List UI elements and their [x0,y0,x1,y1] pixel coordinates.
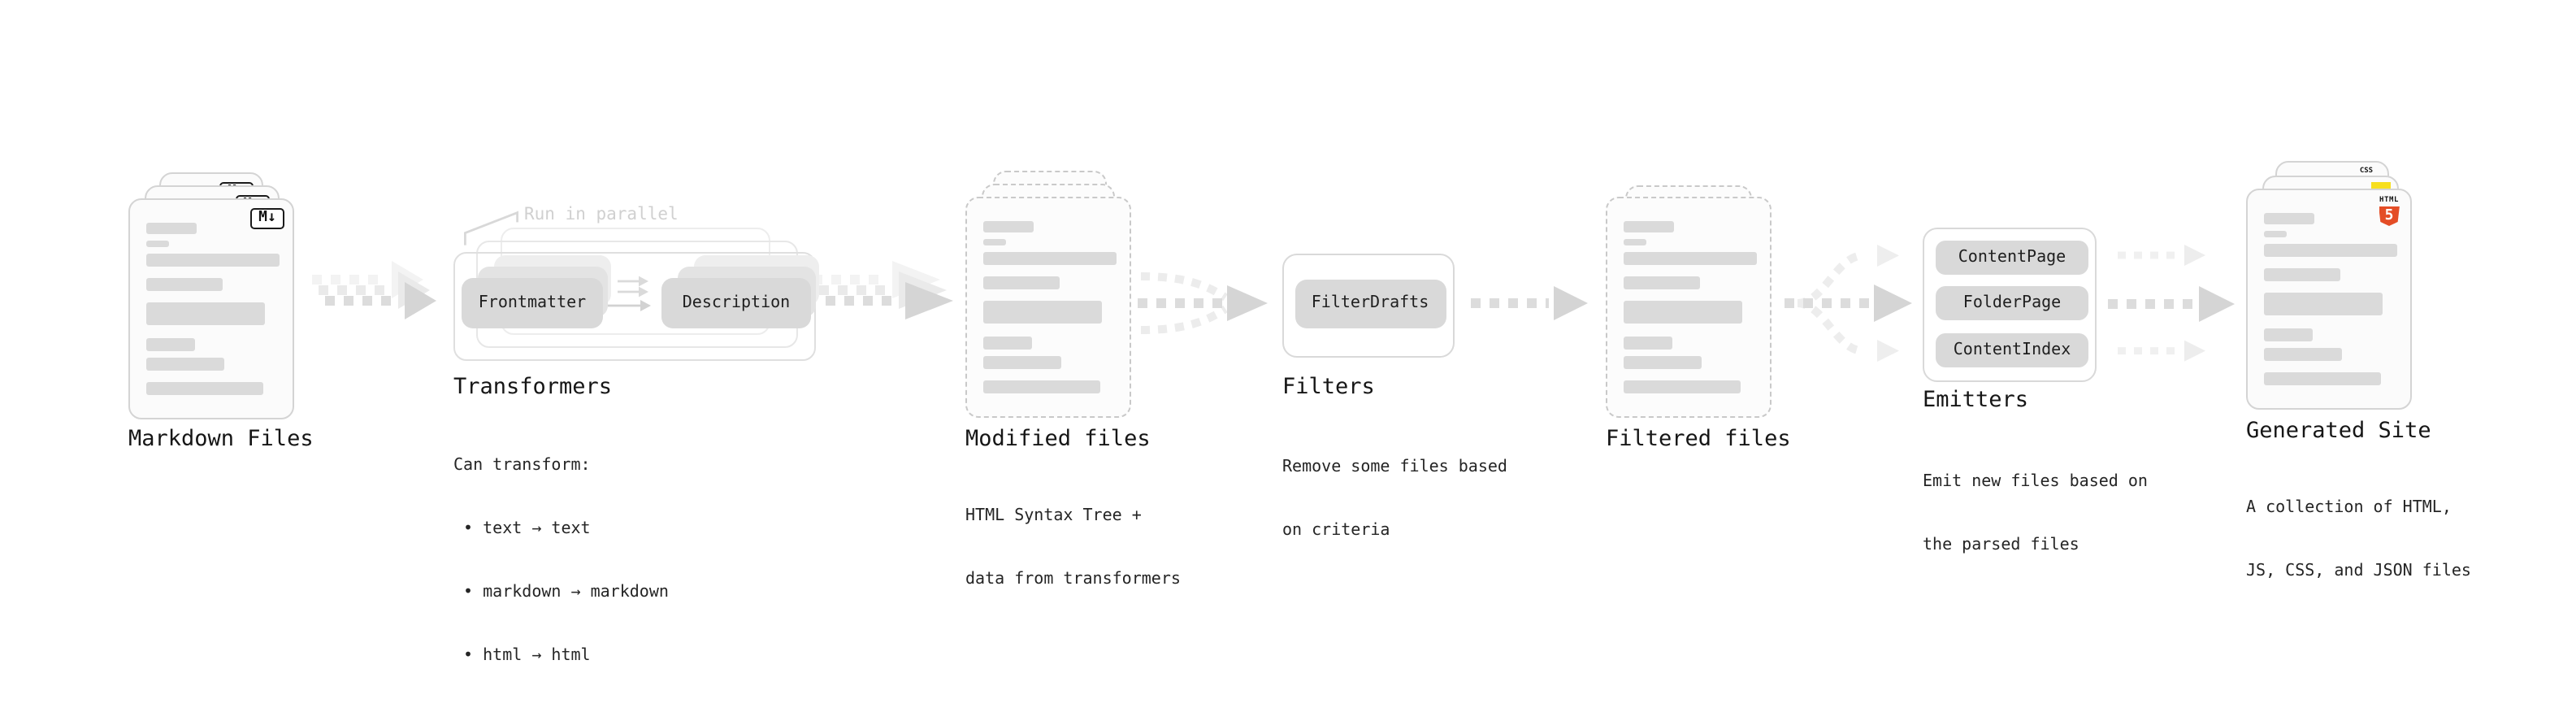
skeleton-bar [1624,239,1646,245]
skeleton-bar [983,276,1060,289]
note-line: on criteria [1282,521,1390,539]
filter-drafts-pill: FilterDrafts [1295,280,1446,328]
html5-word: HTML [2379,197,2400,205]
note-line: data from transformers [965,571,1181,589]
emitters-notes: Emit new files based on the parsed files [1923,429,2148,598]
note-line: Remove some files based [1282,458,1507,476]
note-line: • markdown → markdown [453,583,669,601]
js-file-icon [2370,181,2390,190]
arrow-modified-to-filters-merge [1138,272,1268,334]
skeleton-bar [146,358,224,371]
skeleton-bar [2264,213,2314,224]
arrow-markdown-to-transformers [312,261,436,319]
skeleton-bar [146,223,197,234]
note-line: HTML Syntax Tree + [965,507,1142,525]
skeleton-bar [146,338,195,351]
note-line: Emit new files based on [1923,473,2148,491]
arrow-filters-to-filtered [1471,286,1588,320]
note-line: the parsed files [1923,536,2079,554]
skeleton-bar [983,301,1102,324]
skeleton-bar [2264,268,2340,281]
skeleton-bar [983,239,1006,245]
markdown-file-card-front: M↓ [128,198,294,419]
skeleton-bar [2264,244,2397,257]
filters-container: FilterDrafts [1282,254,1455,358]
html5-shield: 5 [2379,206,2400,226]
modified-file-card-front [965,197,1131,418]
skeleton-bar [1624,276,1700,289]
html-file-card-front: HTML 5 [2246,189,2412,410]
modified-files-caption: Modified files [965,426,1151,452]
emitters-container: ContentPage FolderPage ContentIndex [1923,228,2097,382]
skeleton-bar [983,380,1100,393]
note-line: A collection of HTML, [2246,499,2452,517]
skeleton-bar [2264,348,2342,361]
note-line: • html → html [453,646,591,664]
filters-notes: Remove some files based on criteria [1282,414,1507,583]
parallel-annotation-leader-line [464,211,518,245]
skeleton-bar [146,241,169,247]
arrow-transformers-to-modified [813,261,953,319]
content-index-pill: ContentIndex [1936,333,2088,367]
transformers-caption: Transformers [453,373,613,399]
filtered-file-card-front [1606,197,1772,418]
html5-number: 5 [2384,207,2394,224]
skeleton-bar [983,356,1061,369]
skeleton-bar [2264,328,2313,341]
arrows-layer [312,211,2235,362]
skeleton-bar [1624,356,1702,369]
description-pill: Description [661,278,811,328]
skeleton-bar [983,252,1117,265]
skeleton-bar [1624,337,1672,350]
generated-site-caption: Generated Site [2246,417,2431,443]
transformers-notes: Can transform: • text → text • markdown … [453,412,669,708]
filtered-files-caption: Filtered files [1606,426,1791,452]
css-badge-label: CSS [2359,167,2374,175]
folder-page-pill: FolderPage [1936,286,2088,320]
skeleton-bar [2264,231,2287,237]
transformer-flow-arrows [608,276,651,311]
skeleton-bar [146,254,280,267]
skeleton-bar [1624,252,1757,265]
markdown-icon: M↓ [250,208,284,229]
skeleton-bar [983,221,1034,232]
filters-caption: Filters [1282,373,1375,399]
skeleton-bar [983,337,1032,350]
skeleton-bar [146,302,265,325]
note-line: • text → text [453,519,591,537]
skeleton-bar [2264,293,2383,315]
generated-site-notes: A collection of HTML, JS, CSS, and JSON … [2246,455,2471,624]
content-page-pill: ContentPage [1936,240,2088,274]
skeleton-bar [1624,221,1674,232]
static-site-generator-pipeline-diagram: M↓ M↓ M↓ Markdown Files Run in parallel … [128,161,2471,664]
note-line: Can transform: [453,456,591,474]
markdown-files-caption: Markdown Files [128,426,314,452]
html5-icon: HTML 5 [2378,197,2400,226]
modified-files-notes: HTML Syntax Tree + data from transformer… [965,463,1181,632]
note-line: JS, CSS, and JSON files [2246,562,2471,580]
frontmatter-pill: Frontmatter [462,278,603,328]
arrow-filtered-to-emitters-split [1785,245,1912,362]
run-in-parallel-annotation: Run in parallel [524,205,679,224]
arrow-emitters-to-generated [2108,245,2235,362]
skeleton-bar [1624,380,1741,393]
skeleton-bar [146,382,263,395]
skeleton-bar [1624,301,1742,324]
skeleton-bar [2264,372,2381,385]
emitters-caption: Emitters [1923,386,2029,412]
skeleton-bar [146,278,223,291]
